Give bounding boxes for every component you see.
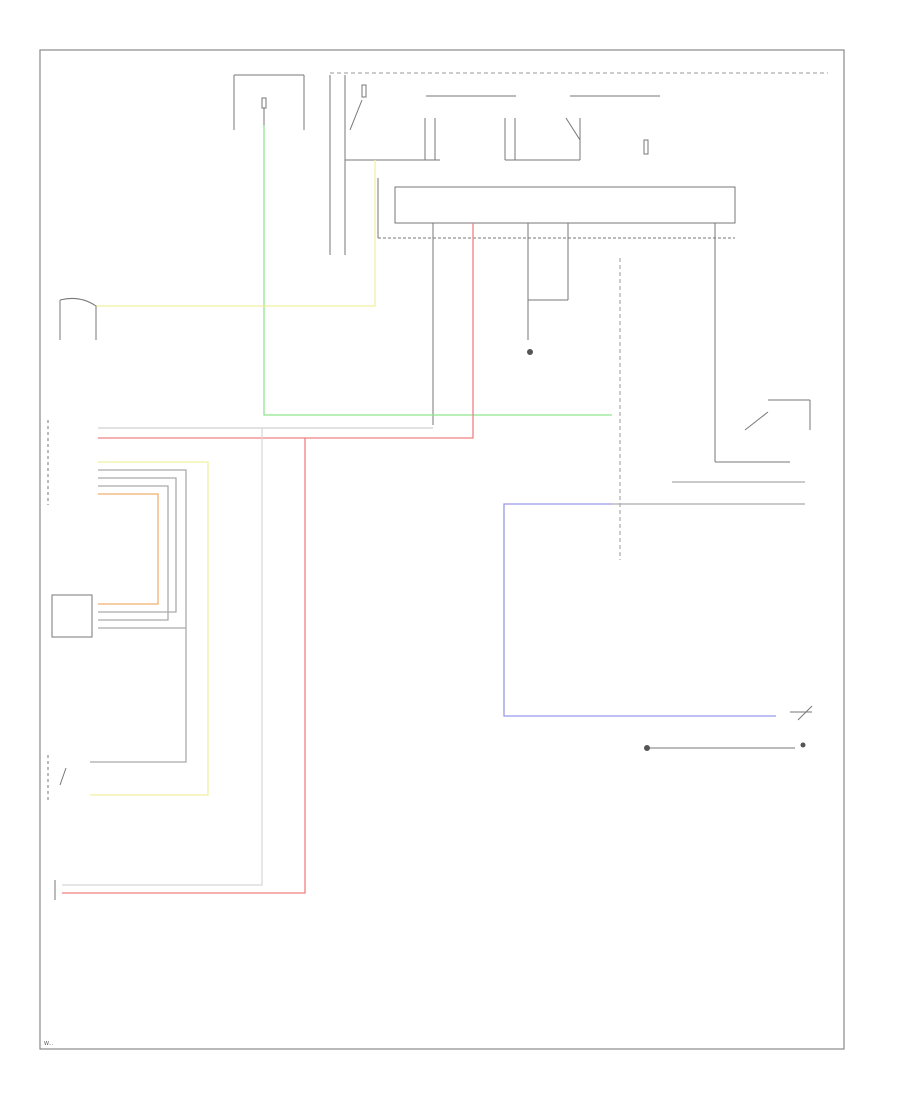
footer-code: W... (44, 1041, 54, 1047)
orange-wire (98, 493, 159, 605)
yellow-wire-compressor (96, 160, 376, 307)
diagram-frame (39, 49, 845, 1050)
ecm-box (377, 178, 736, 239)
ground-center (527, 349, 533, 355)
fan-control-relay (744, 399, 811, 431)
trans-range-switch (47, 755, 67, 800)
fuse-box-right (504, 95, 660, 161)
gray-wire-pcm-3 (98, 485, 169, 621)
cooling-fan-motor (790, 705, 813, 748)
green-wire (263, 125, 612, 416)
fuse-box-left (233, 74, 305, 130)
blue-wire (503, 503, 776, 717)
gray-wire-pcm-2 (98, 477, 177, 613)
fuse-box-center (329, 75, 516, 255)
gray-wire-pcm-1 (90, 469, 187, 763)
yellow-wire-lower (90, 461, 209, 796)
ground-right (644, 745, 795, 751)
red-wire-down (62, 438, 306, 894)
gray-wire-down (62, 428, 263, 886)
refrigerant-sensor (51, 594, 93, 638)
ac-compressor (59, 298, 97, 340)
red-wire (98, 223, 474, 439)
